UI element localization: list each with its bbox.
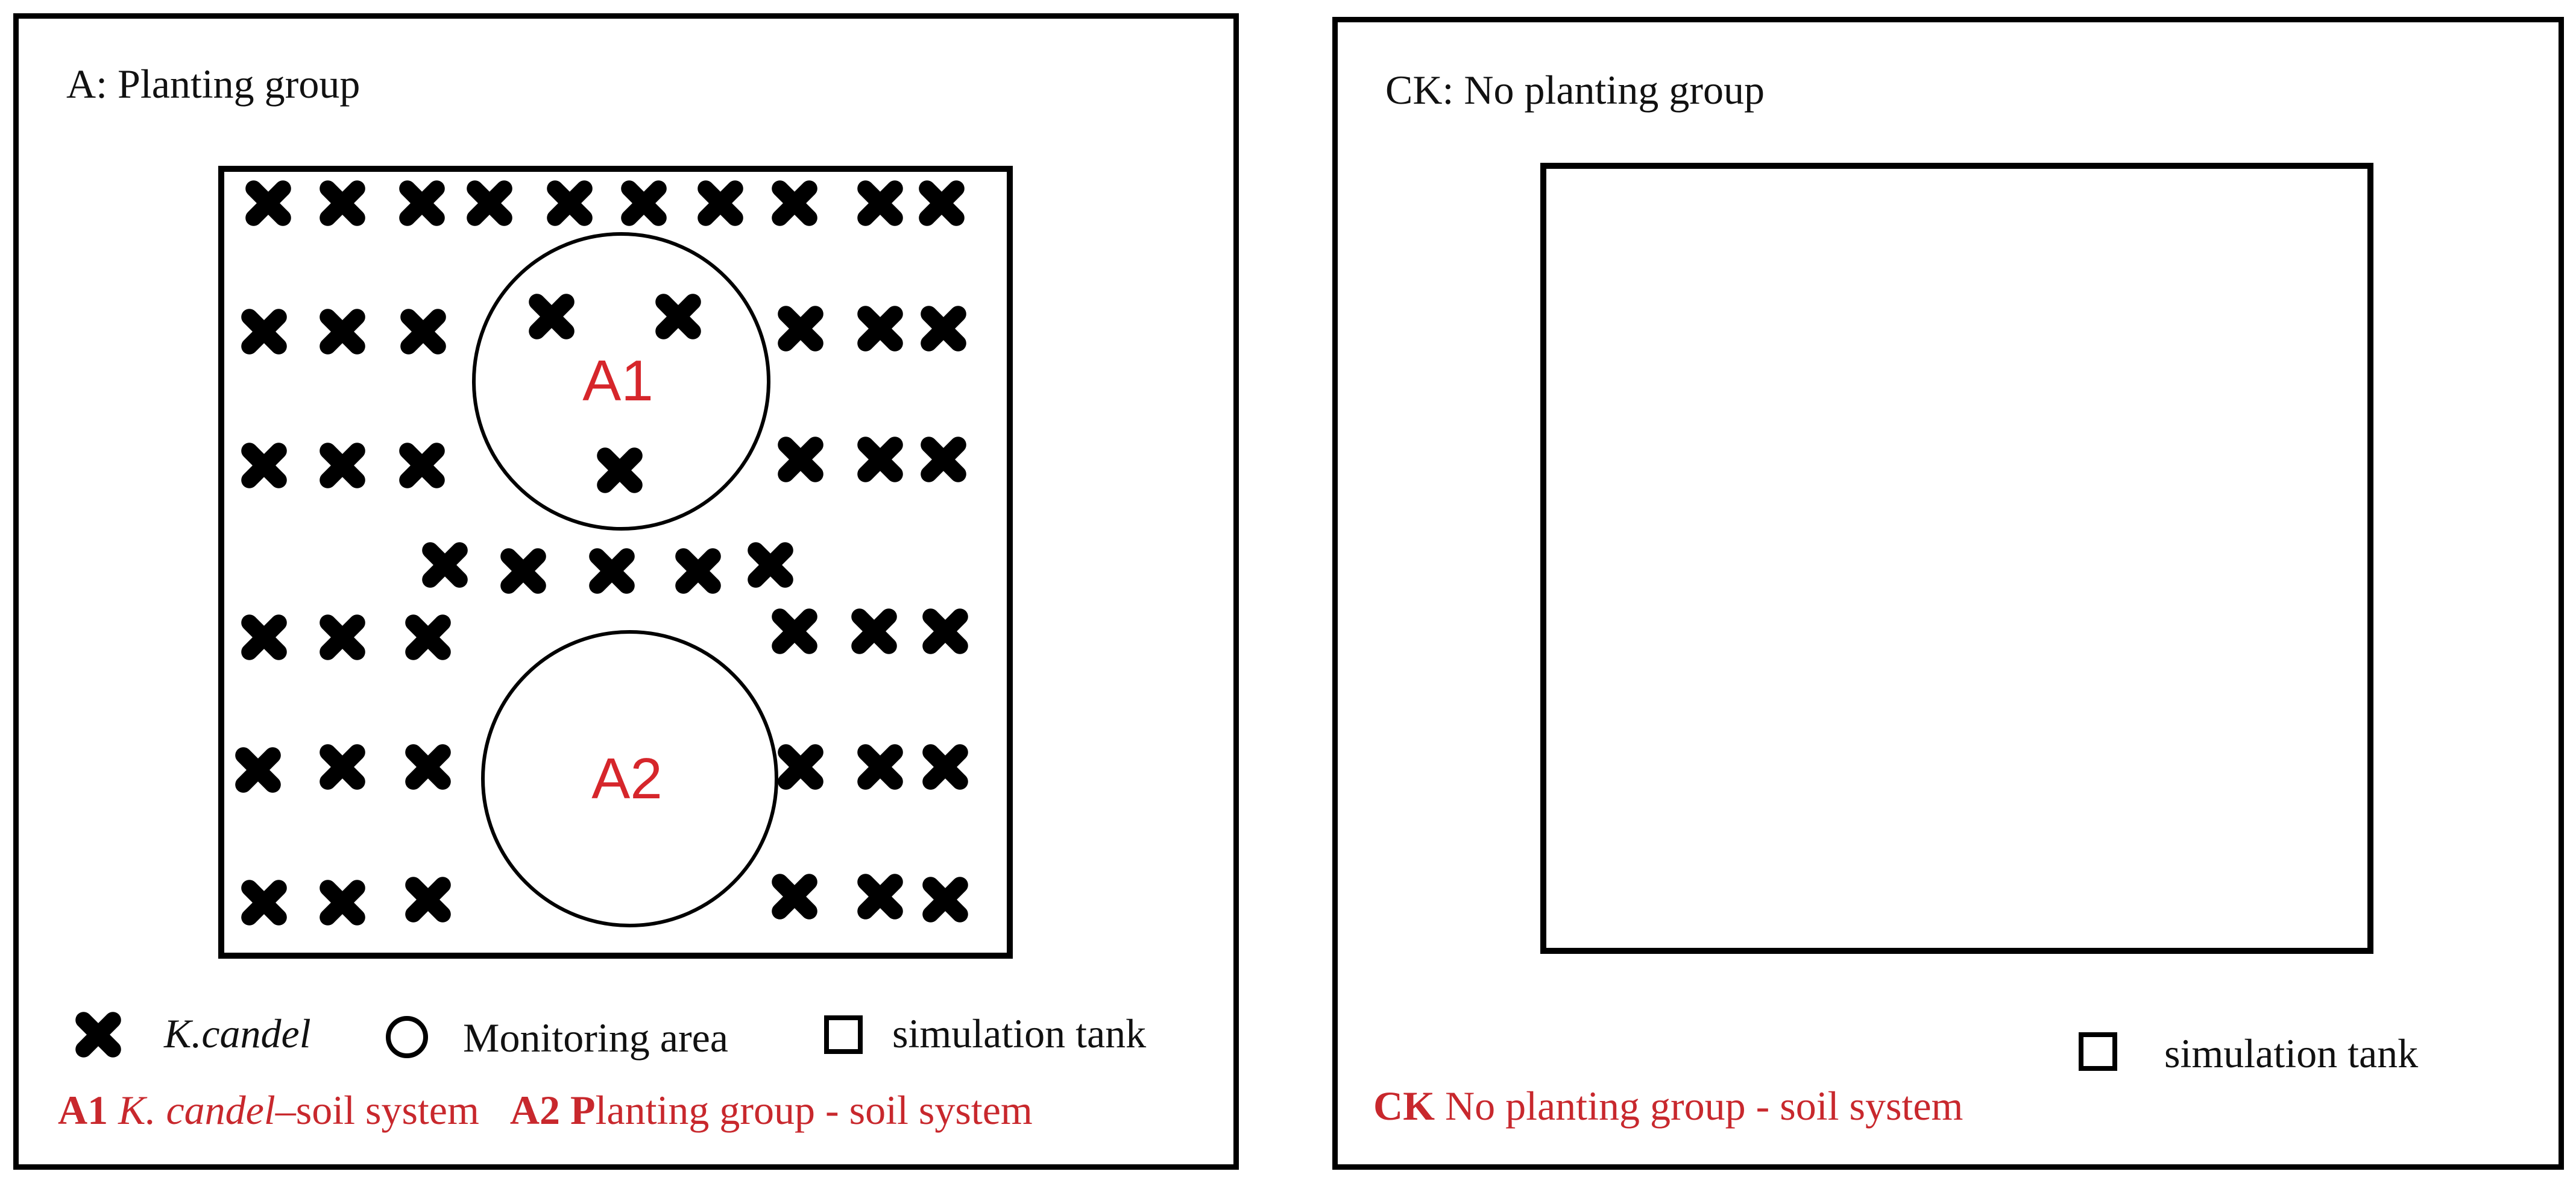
plant-cross-icon (617, 176, 671, 230)
caption-ck: CK No planting group - soil system (1373, 1082, 1963, 1130)
plant-cross-icon (743, 538, 798, 592)
caption-ck-code: CK (1373, 1083, 1435, 1129)
plant-cross-icon (462, 176, 517, 230)
plant-cross-icon (315, 176, 370, 230)
square-icon (2079, 1032, 2117, 1071)
plant-cross-icon (767, 869, 822, 924)
planting-tank (218, 166, 1013, 959)
plant-cross-icon (847, 604, 901, 658)
plant-cross-icon (918, 604, 972, 658)
plant-cross-icon (915, 176, 969, 230)
plant-cross-icon (237, 438, 291, 493)
legend-tank-label: simulation tank (892, 1011, 1147, 1056)
plant-cross-icon (593, 443, 647, 497)
plant-cross-icon (918, 872, 972, 927)
plant-cross-icon (231, 743, 285, 797)
plant-cross-icon (853, 432, 907, 487)
caption-a1-rest: –soil system (275, 1087, 479, 1133)
caption-a2-letter: P (570, 1087, 596, 1133)
monitoring-area-a2 (481, 630, 778, 927)
plant-cross-icon (918, 740, 972, 794)
plant-cross-icon (916, 432, 971, 487)
plant-cross-icon (237, 610, 291, 664)
control-tank (1540, 163, 2373, 954)
caption-ck-rest: No planting group - soil system (1445, 1083, 1963, 1129)
square-icon (824, 1015, 863, 1054)
plant-cross-icon (315, 740, 370, 794)
plant-cross-icon (315, 875, 370, 930)
plant-cross-icon (693, 176, 748, 230)
plant-cross-icon (401, 740, 455, 794)
caption-a1-code: A1 (58, 1087, 109, 1133)
plant-cross-icon (543, 176, 597, 230)
plant-cross-icon (396, 304, 450, 359)
ck-legend-tank-label: simulation tank (2164, 1030, 2419, 1076)
plant-cross-icon (241, 176, 295, 230)
plant-cross-icon (773, 301, 828, 356)
plant-cross-icon (916, 301, 971, 356)
plant-cross-icon (773, 740, 828, 794)
plant-cross-icon (401, 872, 455, 927)
panel-ck (1332, 17, 2564, 1170)
plant-cross-icon (395, 176, 449, 230)
plant-cross-icon (315, 304, 370, 359)
monitoring-label-a2: A2 (591, 746, 663, 811)
plant-cross-icon (315, 438, 370, 493)
plant-cross-icon (585, 544, 639, 598)
plant-cross-icon (651, 289, 705, 344)
plant-cross-icon (767, 604, 822, 658)
plant-cross-icon (853, 869, 907, 924)
plant-cross-icon (853, 301, 907, 356)
caption-a2-rest: lanting group - soil system (595, 1087, 1033, 1133)
monitoring-area-a1 (472, 232, 770, 531)
panel-a-title: A: Planting group (66, 61, 361, 107)
caption-a2-code: A2 (509, 1087, 560, 1133)
cross-icon (71, 1008, 125, 1062)
plant-cross-icon (853, 740, 907, 794)
plant-cross-icon (401, 610, 455, 664)
plant-cross-icon (418, 538, 472, 592)
plant-cross-icon (767, 176, 822, 230)
plant-cross-icon (496, 544, 550, 598)
plant-cross-icon (773, 432, 828, 487)
circle-icon (386, 1016, 428, 1058)
plant-cross-icon (395, 438, 449, 493)
legend-plant-label: K.candel (164, 1011, 311, 1056)
plant-cross-icon (237, 304, 291, 359)
plant-cross-icon (671, 544, 725, 598)
plant-cross-icon (853, 176, 907, 230)
plant-cross-icon (237, 875, 291, 930)
monitoring-label-a1: A1 (582, 349, 653, 413)
panel-ck-title: CK: No planting group (1385, 67, 1765, 113)
caption-a1-species: K. candel (118, 1087, 276, 1133)
caption-a: A1 K. candel–soil system A2 Planting gro… (58, 1087, 1033, 1134)
plant-cross-icon (315, 610, 370, 664)
legend-monitoring-label: Monitoring area (463, 1015, 728, 1061)
plant-cross-icon (524, 289, 579, 344)
